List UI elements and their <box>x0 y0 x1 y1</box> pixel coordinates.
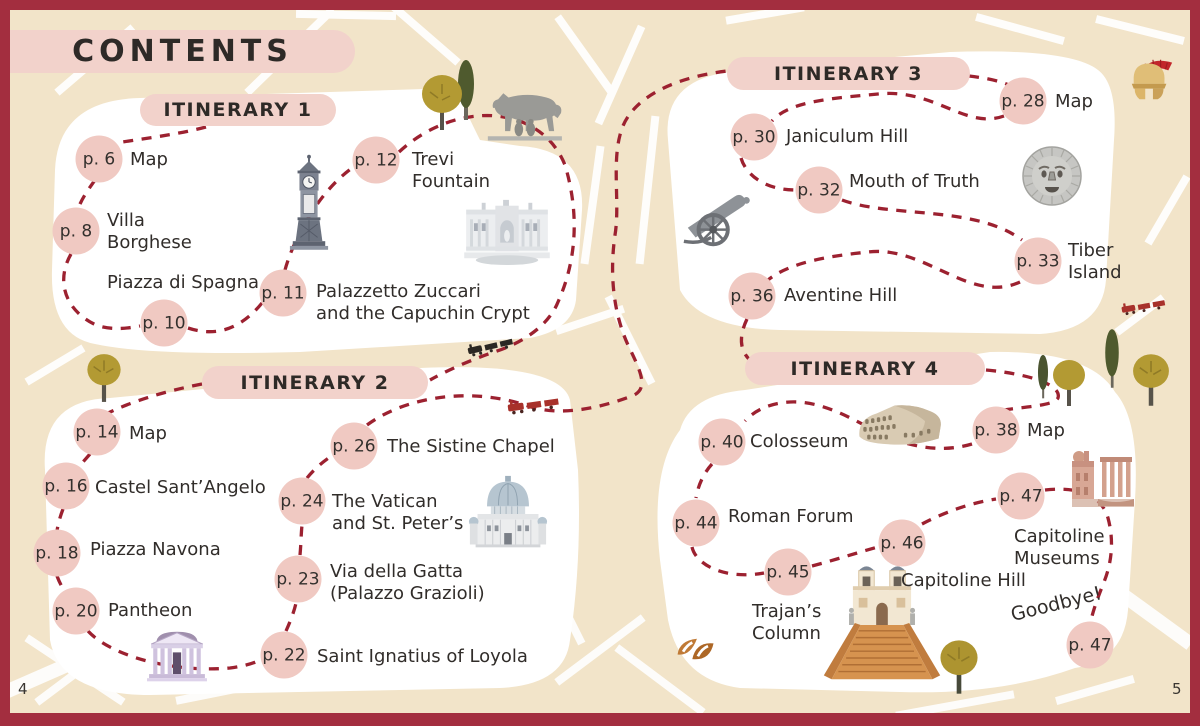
clock-tower-icon <box>288 152 330 254</box>
steam-train-red-icon <box>505 392 563 417</box>
olive-tree-icon <box>420 58 480 138</box>
page-badge: p. 46 <box>878 519 926 567</box>
colosseum-icon <box>855 396 945 452</box>
toc-item-label: Palazzetto Zuccari and the Capuchin Cryp… <box>316 281 530 324</box>
itinerary-3-heading: ITINERARY 3 <box>727 57 970 90</box>
steam-train-black-icon <box>465 333 517 360</box>
toc-item-label: Map <box>130 149 168 170</box>
page-badge: p. 18 <box>33 529 81 577</box>
left-page-number: 4 <box>18 680 28 698</box>
toc-item-label: Janiculum Hill <box>786 126 909 147</box>
page-badge: p. 45 <box>764 548 812 596</box>
roman-forum-ruins-icon <box>1070 442 1136 510</box>
steam-train-red-icon <box>1119 294 1169 318</box>
bread-roll-icon <box>672 628 720 668</box>
cypress-tree-icon <box>1036 354 1050 400</box>
itinerary-1-heading: ITINERARY 1 <box>140 94 336 126</box>
page-badge: p. 11 <box>259 269 307 317</box>
toc-item-label: Map <box>1027 420 1065 441</box>
toc-item-label: Roman Forum <box>728 506 854 527</box>
dashed-route <box>55 69 1114 671</box>
page-badge: p. 8 <box>52 207 100 255</box>
itinerary-2-heading: ITINERARY 2 <box>202 366 428 399</box>
pantheon-icon <box>146 626 208 686</box>
mouth-of-truth-icon <box>1020 143 1084 209</box>
toc-item-label: Castel Sant’Angelo <box>95 477 266 498</box>
toc-item-label: Capitoline Hill <box>901 570 1026 591</box>
page-badge: p. 36 <box>728 272 776 320</box>
toc-item-label: Colosseum <box>750 431 849 452</box>
page-badge: p. 24 <box>278 477 326 525</box>
page-badge: p. 16 <box>42 462 90 510</box>
toc-item-label: The Sistine Chapel <box>387 436 555 457</box>
page-badge: p. 20 <box>52 587 100 635</box>
page-badge: p. 26 <box>330 422 378 470</box>
capitoline-hill-steps-icon <box>818 564 946 686</box>
toc-item-label: Tiber Island <box>1068 240 1122 283</box>
olive-tree-icon <box>934 638 984 696</box>
olive-tree-icon <box>82 352 126 404</box>
page-badge: p. 22 <box>260 631 308 679</box>
olive-tree-icon <box>1128 352 1174 408</box>
cypress-tree-icon <box>1104 328 1120 390</box>
page-badge: p. 33 <box>1014 237 1062 285</box>
page-badge: p. 10 <box>140 299 188 347</box>
toc-item-label: Via della Gatta (Palazzo Grazioli) <box>330 561 485 604</box>
page-badge: p. 38 <box>972 406 1020 454</box>
toc-item-label: Aventine Hill <box>784 285 898 306</box>
page-badge: p. 12 <box>352 136 400 184</box>
toc-item-label: Trevi Fountain <box>412 149 491 192</box>
page-title: CONTENTS <box>10 30 355 73</box>
page-badge: p. 14 <box>73 408 121 456</box>
toc-item-label: Trajan’s Column <box>752 601 822 644</box>
st-peters-basilica-icon <box>468 472 548 556</box>
toc-item-label: Villa Borghese <box>107 210 192 253</box>
itinerary-4-heading: ITINERARY 4 <box>745 352 985 385</box>
page-badge: p. 28 <box>999 77 1047 125</box>
page-badge: p. 47 <box>1066 621 1114 669</box>
page-badge: p. 23 <box>274 555 322 603</box>
right-page-number: 5 <box>1172 680 1182 698</box>
page-badge: p. 40 <box>698 418 746 466</box>
toc-item-label: Capitoline Museums <box>1014 526 1105 569</box>
trevi-fountain-icon <box>462 196 552 266</box>
cannon-icon <box>680 178 762 252</box>
toc-item-label: Map <box>1055 91 1093 112</box>
page-badge: p. 6 <box>75 135 123 183</box>
toc-item-label: Mouth of Truth <box>849 171 980 192</box>
toc-item-label: Saint Ignatius of Loyola <box>317 646 528 667</box>
toc-item-label: Piazza Navona <box>90 539 221 560</box>
capitoline-wolf-icon <box>480 82 568 144</box>
toc-item-label: The Vatican and St. Peter’s <box>332 491 464 534</box>
page-badge: p. 44 <box>672 499 720 547</box>
page-badge: p. 47 <box>997 472 1045 520</box>
toc-item-label: Pantheon <box>108 600 193 621</box>
toc-item-label: Piazza di Spagna <box>107 272 260 293</box>
roman-helmet-icon <box>1122 54 1180 104</box>
page-badge: p. 32 <box>795 166 843 214</box>
toc-item-label: Map <box>129 423 167 444</box>
page-badge: p. 30 <box>730 113 778 161</box>
olive-tree-icon <box>1048 358 1090 408</box>
